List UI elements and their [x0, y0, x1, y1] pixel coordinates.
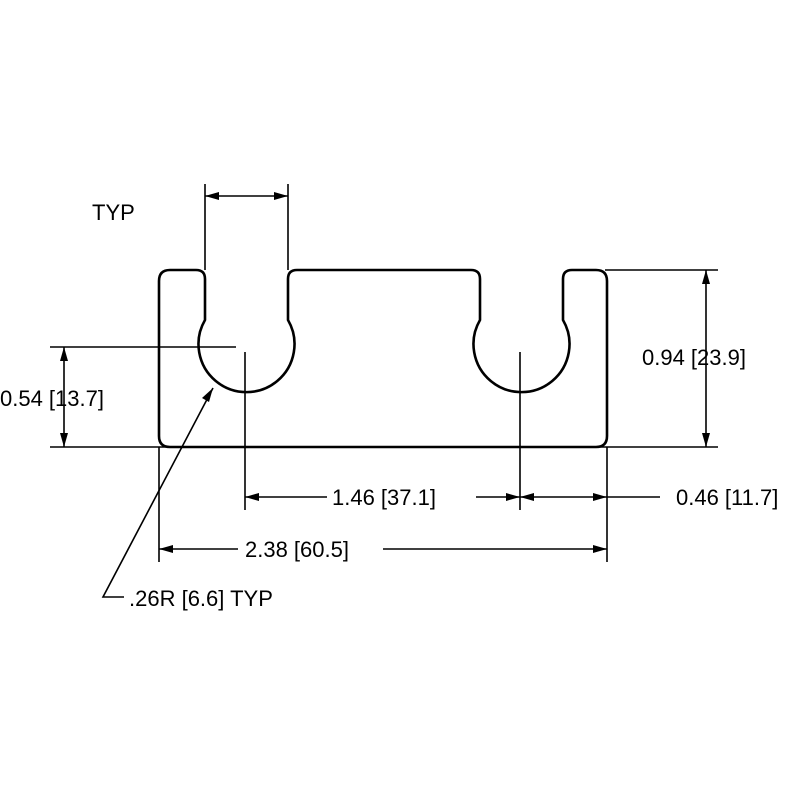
slot-width-typ-label: TYP	[92, 200, 135, 225]
overall-width-label: 2.38 [60.5]	[245, 537, 349, 562]
edge-to-slot-label: 0.46 [11.7]	[676, 485, 778, 510]
overall-height-dimension	[702, 270, 710, 447]
edge-to-slot-dimension	[520, 493, 660, 501]
slot-spacing-label: 1.46 [37.1]	[332, 485, 436, 510]
slot-center-height-dimension	[60, 347, 68, 447]
overall-width-dimension	[159, 545, 607, 553]
slot-width-dimension	[205, 192, 288, 200]
slot-center-height-label: 0.54 [13.7]	[0, 386, 104, 411]
extension-lines	[50, 184, 718, 562]
overall-height-label: 0.94 [23.9]	[642, 345, 746, 370]
radius-leader	[101, 387, 214, 598]
radius-callout-label: .26R [6.6] TYP	[129, 586, 273, 611]
slot-spacing-dimension	[245, 493, 520, 501]
part-outline	[157, 268, 609, 449]
